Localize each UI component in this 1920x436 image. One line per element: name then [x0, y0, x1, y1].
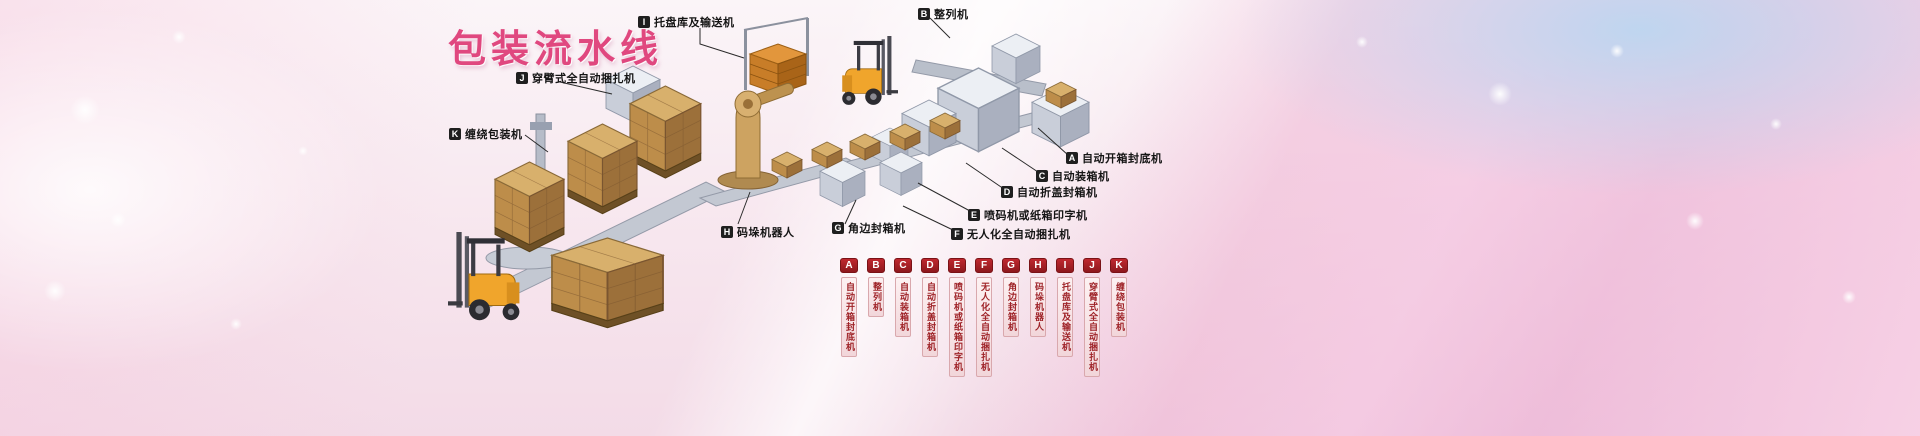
callout-letter-badge: C	[1036, 170, 1048, 182]
legend-label: 托盘库及输送机	[1057, 277, 1073, 357]
callout-label: 自动开箱封底机	[1082, 153, 1163, 165]
legend-letter-badge: H	[1029, 258, 1047, 273]
forklift-icon	[841, 35, 899, 106]
legend-item: F 无人化全自动捆扎机	[975, 258, 993, 377]
legend-label: 穿臂式全自动捆扎机	[1084, 277, 1100, 377]
palletizing-robot	[717, 82, 794, 190]
callout-D: D 自动折盖封箱机	[1001, 184, 1098, 200]
legend-item: H 码垛机器人	[1029, 258, 1047, 337]
callout-label: 穿臂式全自动捆扎机	[532, 73, 636, 85]
legend-letter-badge: D	[921, 258, 939, 273]
legend-label: 喷码机或纸箱印字机	[949, 277, 965, 377]
legend-label: 自动折盖封箱机	[922, 277, 938, 357]
legend-letter-badge: C	[894, 258, 912, 273]
legend-item: I 托盘库及输送机	[1056, 258, 1074, 357]
callout-label: 角边封箱机	[848, 223, 906, 235]
legend-label: 码垛机器人	[1030, 277, 1046, 337]
callout-C: C 自动装箱机	[1036, 168, 1110, 184]
legend-letter-badge: E	[948, 258, 966, 273]
legend-letter-badge: J	[1083, 258, 1101, 273]
callout-E: E 喷码机或纸箱印字机	[968, 207, 1088, 223]
callout-letter-badge: B	[918, 8, 930, 20]
callout-label: 缠绕包装机	[465, 129, 523, 141]
callout-H: H 码垛机器人	[721, 224, 795, 240]
callout-B: B 整列机	[918, 6, 969, 22]
legend-letter-badge: I	[1056, 258, 1074, 273]
callout-label: 自动装箱机	[1052, 171, 1110, 183]
legend-letter-badge: B	[867, 258, 885, 273]
legend-label: 自动装箱机	[895, 277, 911, 337]
callout-letter-badge: K	[449, 128, 461, 140]
legend-letter-badge: F	[975, 258, 993, 273]
legend: A 自动开箱封底机 B 整列机 C 自动装箱机 D 自动折盖封箱机 E 喷码机或…	[840, 258, 1128, 377]
callout-I: I 托盘库及输送机	[638, 14, 735, 30]
legend-item: A 自动开箱封底机	[840, 258, 858, 357]
legend-label: 整列机	[868, 277, 884, 317]
legend-item: K 缠绕包装机	[1110, 258, 1128, 337]
callout-J: J 穿臂式全自动捆扎机	[516, 70, 636, 86]
legend-item: G 角边封箱机	[1002, 258, 1020, 337]
callout-letter-badge: G	[832, 222, 844, 234]
legend-letter-badge: A	[840, 258, 858, 273]
legend-letter-badge: G	[1002, 258, 1020, 273]
legend-label: 自动开箱封底机	[841, 277, 857, 357]
page-title: 包装流水线	[448, 29, 664, 71]
legend-item: D 自动折盖封箱机	[921, 258, 939, 357]
callout-letter-badge: D	[1001, 186, 1013, 198]
legend-item: J 穿臂式全自动捆扎机	[1083, 258, 1101, 377]
callout-letter-badge: F	[951, 228, 963, 240]
callout-A: A 自动开箱封底机	[1066, 150, 1163, 166]
legend-item: C 自动装箱机	[894, 258, 912, 337]
legend-label: 缠绕包装机	[1111, 277, 1127, 337]
callout-letter-badge: E	[968, 209, 980, 221]
legend-label: 角边封箱机	[1003, 277, 1019, 337]
legend-item: B 整列机	[867, 258, 885, 317]
callout-letter-badge: I	[638, 16, 650, 28]
callout-letter-badge: A	[1066, 152, 1078, 164]
callout-letter-badge: H	[721, 226, 733, 238]
forklift-icon	[447, 231, 520, 321]
callout-F: F 无人化全自动捆扎机	[951, 226, 1071, 242]
callout-G: G 角边封箱机	[832, 220, 906, 236]
callout-label: 喷码机或纸箱印字机	[984, 210, 1088, 222]
callout-label: 码垛机器人	[737, 227, 795, 239]
callout-K: K 缠绕包装机	[449, 126, 523, 142]
pallet-magazine	[743, 17, 809, 95]
callout-label: 托盘库及输送机	[654, 17, 735, 29]
callout-label: 无人化全自动捆扎机	[967, 229, 1071, 241]
legend-item: E 喷码机或纸箱印字机	[948, 258, 966, 377]
callout-letter-badge: J	[516, 72, 528, 84]
callout-label: 整列机	[934, 9, 969, 21]
legend-label: 无人化全自动捆扎机	[976, 277, 992, 377]
callout-label: 自动折盖封箱机	[1017, 187, 1098, 199]
legend-letter-badge: K	[1110, 258, 1128, 273]
callout-leader-lines	[524, 17, 1069, 231]
